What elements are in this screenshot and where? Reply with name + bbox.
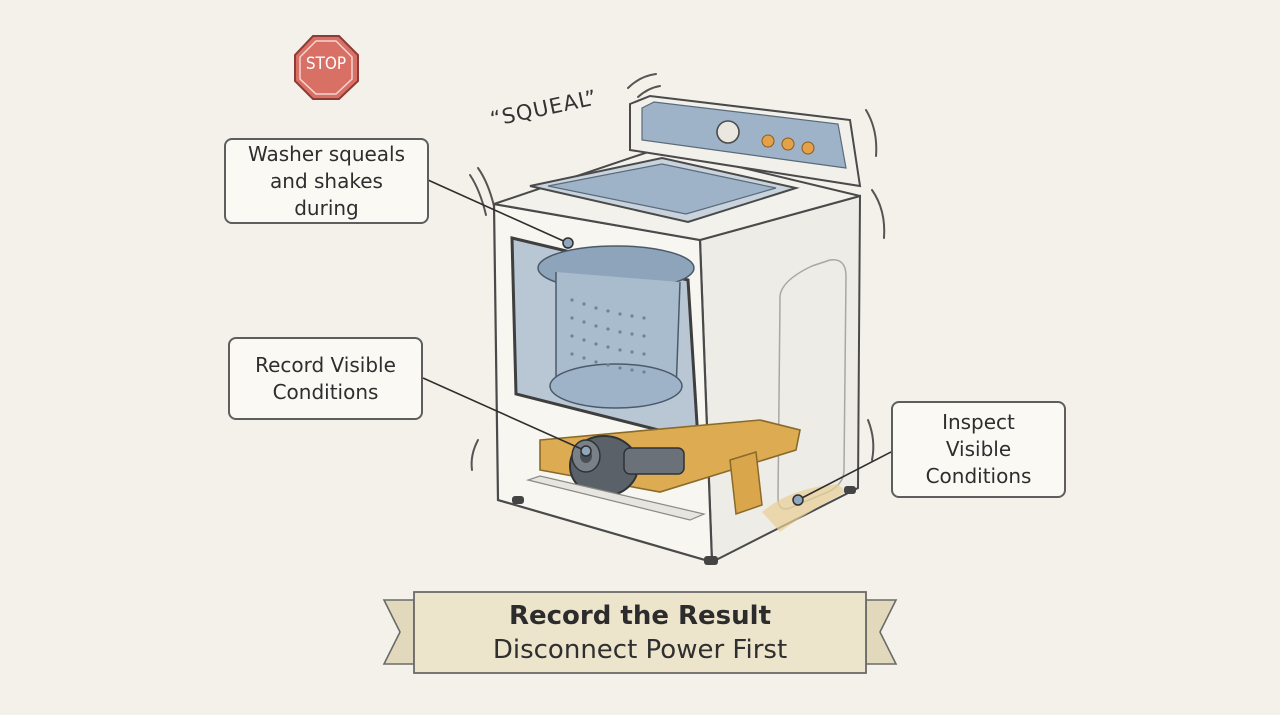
callout-line: and shakes during <box>270 168 383 220</box>
callout-anchor-dots <box>562 237 804 506</box>
callout-line: Visible <box>945 437 1012 461</box>
ribbon-banner <box>382 591 898 674</box>
callout-line: Conditions <box>272 379 379 404</box>
banner-content: Record the Result Disconnect Power First <box>414 593 866 673</box>
banner-subtitle: Disconnect Power First <box>492 635 788 665</box>
washer-cabinet <box>492 94 862 565</box>
stop-sign-icon <box>294 35 359 100</box>
callout-line: Record Visible <box>255 352 396 377</box>
shake-lines-icon <box>469 73 886 471</box>
callout-line: Inspect <box>942 410 1015 434</box>
callout-symptom: Washer squeals and shakes during <box>224 138 429 224</box>
callout-leaders <box>422 179 892 501</box>
callout-line: Washer squeals <box>247 141 406 166</box>
callout-record-conditions: Record Visible Conditions <box>228 337 423 420</box>
callout-inspect-conditions: Inspect Visible Conditions <box>891 401 1066 498</box>
callout-line: Conditions <box>925 464 1032 488</box>
stop-sign-label: STOP <box>305 54 347 74</box>
banner-title: Record the Result <box>508 601 772 631</box>
